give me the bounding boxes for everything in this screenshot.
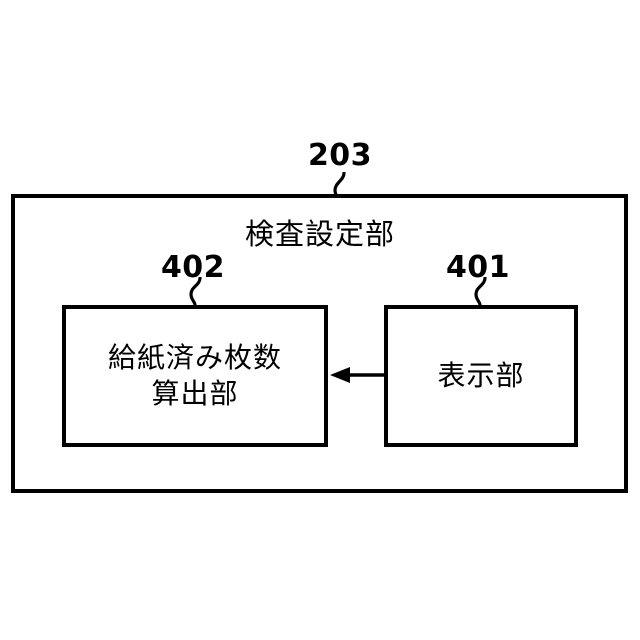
reference-numeral-402: 402 (160, 250, 226, 285)
block-box-402: 給紙済み枚数 算出部 (62, 305, 328, 447)
block-label-401: 表示部 (437, 359, 525, 393)
block-label-402: 給紙済み枚数 算出部 (107, 341, 282, 410)
reference-numeral-401: 401 (445, 250, 511, 285)
reference-numeral-203: 203 (307, 138, 373, 173)
connector-arrow-401-to-402 (330, 367, 384, 383)
block-box-401: 表示部 (384, 305, 578, 447)
leader-line-401 (474, 277, 487, 309)
leader-line-402 (189, 277, 202, 309)
outer-unit-title: 検査設定部 (244, 217, 395, 251)
